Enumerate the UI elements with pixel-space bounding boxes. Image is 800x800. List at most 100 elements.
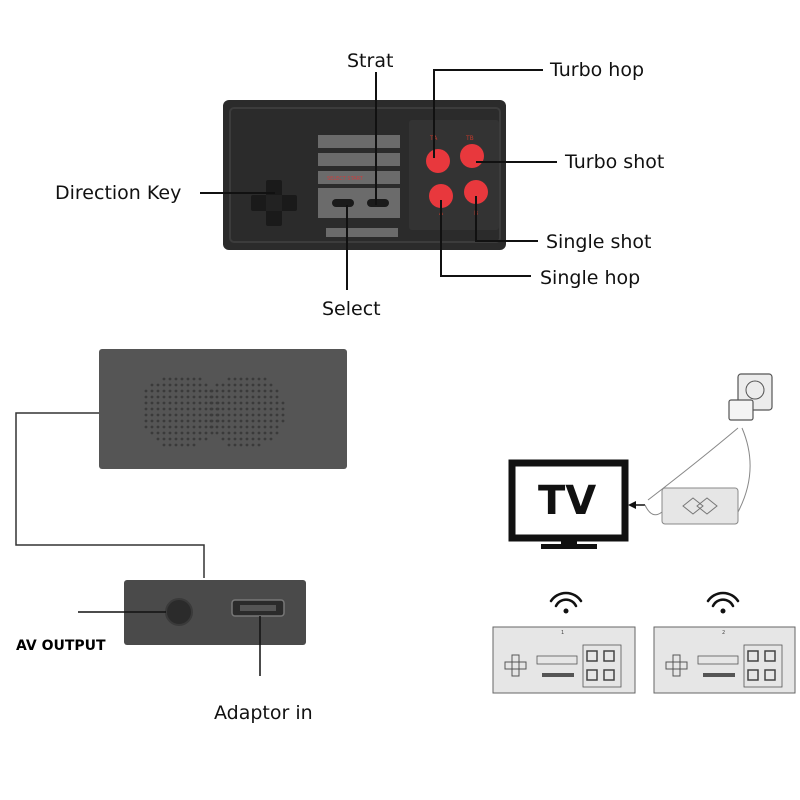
grille-hole <box>168 407 172 411</box>
grille-hole <box>168 377 172 381</box>
btn-sketch <box>603 650 615 662</box>
grille-hole <box>233 437 237 441</box>
grille-hole <box>192 431 196 435</box>
grille-hole <box>192 407 196 411</box>
grille-hole <box>269 401 273 405</box>
grille-hole <box>257 395 261 399</box>
single-shot-button[interactable] <box>464 180 488 204</box>
grille-hole <box>245 425 249 429</box>
grille-hole <box>215 401 219 405</box>
turbo-hop-button[interactable] <box>426 149 450 173</box>
grille-hole <box>144 413 148 417</box>
grille-hole <box>257 431 261 435</box>
grille-hole <box>204 395 208 399</box>
grille-hole <box>162 413 166 417</box>
grille-hole <box>186 407 190 411</box>
grille-hole <box>162 425 166 429</box>
label-strat: Strat <box>347 50 393 72</box>
start-button[interactable] <box>367 199 389 207</box>
grille-hole <box>251 443 255 447</box>
grille-hole <box>156 389 160 393</box>
grille-hole <box>174 425 178 429</box>
leader-single-shot <box>475 196 538 242</box>
grille-hole <box>227 425 231 429</box>
grille-hole <box>174 383 178 387</box>
grille-hole <box>192 377 196 381</box>
wireless-controller-2: 2 <box>653 626 796 694</box>
grille-hole <box>204 413 208 417</box>
grille-hole <box>198 389 202 393</box>
grille-hole <box>251 431 255 435</box>
grille-hole <box>281 413 285 417</box>
grille-hole <box>180 419 184 423</box>
grille-hole <box>144 395 148 399</box>
select-button[interactable] <box>332 199 354 207</box>
grille-hole <box>239 389 243 393</box>
grille-hole <box>186 443 190 447</box>
grille-hole <box>281 419 285 423</box>
grille-hole <box>168 425 172 429</box>
grille-hole <box>150 431 154 435</box>
grille-hole <box>263 395 267 399</box>
grille-hole <box>150 413 154 417</box>
single-hop-button[interactable] <box>429 184 453 208</box>
leader-single-hop <box>440 200 531 277</box>
grille-hole <box>281 401 285 405</box>
grille-hole <box>156 425 160 429</box>
grille-hole <box>275 401 279 405</box>
label-turbo-hop: Turbo hop <box>549 59 644 81</box>
turbo-b-mark: TB <box>465 135 474 142</box>
tv-stand <box>541 544 597 549</box>
grille-hole <box>156 419 160 423</box>
grille-hole <box>215 413 219 417</box>
grille-hole <box>221 413 225 417</box>
grille-hole <box>180 383 184 387</box>
grille-hole <box>275 407 279 411</box>
label-single-hop: Single hop <box>540 267 640 289</box>
power-cable <box>647 427 739 501</box>
grille-hole <box>275 413 279 417</box>
grille-hole <box>251 383 255 387</box>
grille-hole <box>168 443 172 447</box>
power-plug-icon <box>728 373 773 421</box>
grille-hole <box>150 389 154 393</box>
grille-hole <box>186 425 190 429</box>
grille-hole <box>168 413 172 417</box>
grille-hole <box>186 395 190 399</box>
grille-hole <box>144 419 148 423</box>
grille-hole <box>180 437 184 441</box>
leader-lines <box>200 69 557 290</box>
turbo-shot-button[interactable] <box>460 144 484 168</box>
grille-hole <box>281 407 285 411</box>
grille-hole <box>180 425 184 429</box>
main-controller: SELECT START TA TB A B <box>223 100 506 250</box>
grille-hole <box>144 407 148 411</box>
grille-hole <box>180 431 184 435</box>
connector-line <box>15 412 205 578</box>
dpad-icon <box>504 654 527 677</box>
grille-hole <box>174 377 178 381</box>
label-turbo-shot: Turbo shot <box>564 151 664 173</box>
grille-hole <box>192 419 196 423</box>
grille-hole <box>162 383 166 387</box>
grille-hole <box>156 437 160 441</box>
grille-hole <box>239 383 243 387</box>
grille-hole <box>162 419 166 423</box>
grille-hole <box>263 383 267 387</box>
grille-hole <box>204 389 208 393</box>
grille-hole <box>257 383 261 387</box>
grille-hole <box>245 413 249 417</box>
grille-hole <box>227 401 231 405</box>
grille-hole <box>233 413 237 417</box>
grille-hole <box>168 437 172 441</box>
grille-hole <box>275 431 279 435</box>
grille-hole <box>162 407 166 411</box>
grille-hole <box>192 437 196 441</box>
grille-hole <box>198 377 202 381</box>
grille-hole <box>239 443 243 447</box>
grille-hole <box>192 425 196 429</box>
grille-hole <box>198 383 202 387</box>
grille-hole <box>180 395 184 399</box>
grille-hole <box>144 401 148 405</box>
